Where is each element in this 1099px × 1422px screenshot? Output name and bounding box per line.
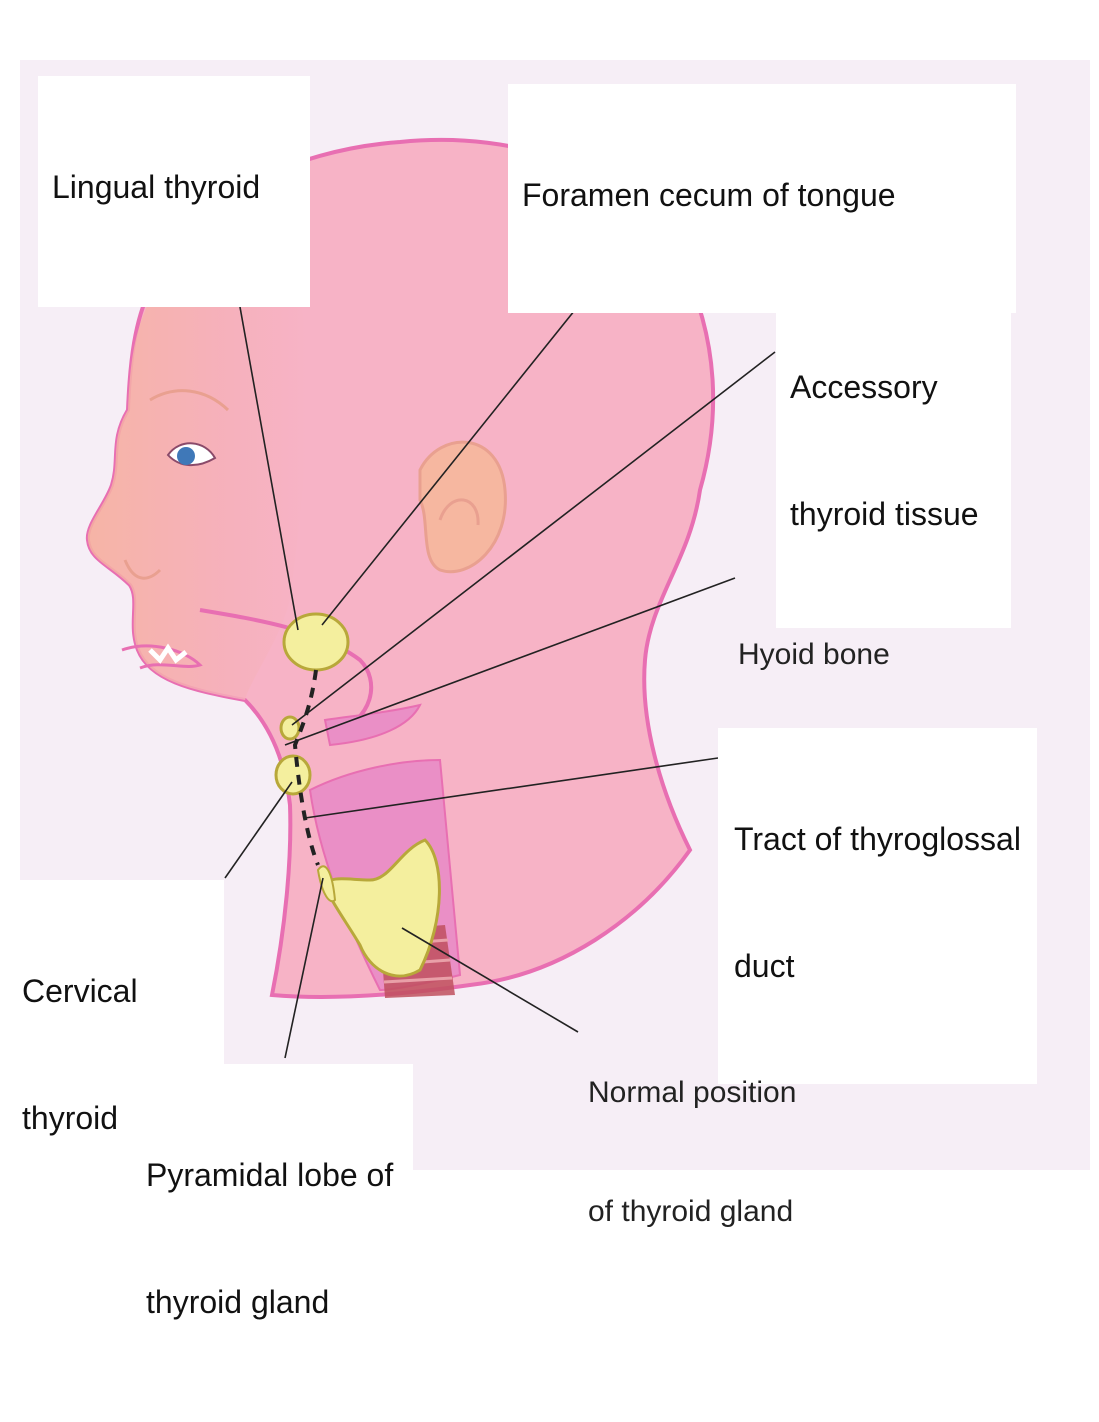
leader-accessory [291,351,776,726]
diagram: Lingual thyroid Foramen cecum of tongue … [20,60,1090,1321]
pyramidal-lobe [316,865,337,903]
mouth [121,644,203,670]
label-foramen-cecum-text: Foramen cecum of tongue [522,177,896,214]
hyoid-bone-shape [323,703,422,747]
label-normal-position: Normal position of thyroid gland [588,994,796,1311]
accessory-thyroid-nodule [279,715,301,741]
label-accessory-line1: Accessory [790,369,938,406]
ear-inner [438,498,480,526]
eyebrow [149,389,230,412]
leader-cervical [224,781,293,879]
teeth [148,643,188,664]
iris [177,447,195,465]
leader-tract [304,757,719,819]
label-cervical-line1: Cervical [22,973,138,1010]
label-accessory-line2: thyroid tissue [790,496,979,533]
label-tract-line1: Tract of thyroglossal [734,821,1021,858]
label-hyoid-bone-text: Hyoid bone [738,638,890,672]
label-normal-line2: of thyroid gland [588,1194,794,1228]
label-pyramidal-line2: thyroid gland [146,1284,330,1321]
cervical-thyroid-nodule [274,754,312,796]
thyroid-gland [323,838,441,978]
label-normal-line1: Normal position [588,1076,797,1110]
label-cervical-line2: thyroid [22,1100,119,1137]
nose [123,559,162,580]
label-lingual-thyroid: Lingual thyroid [38,76,311,308]
ear [418,440,507,574]
label-hyoid-bone: Hyoid bone [738,556,890,754]
face-skin [87,253,309,700]
jaw-line [199,608,374,737]
leader-pyramidal [284,877,324,1059]
label-pyramidal-lobe: Pyramidal lobe of thyroid gland [132,1064,414,1422]
trachea-ring3 [383,976,453,984]
label-pyramidal-line1: Pyramidal lobe of [146,1157,394,1194]
label-accessory-thyroid: Accessory thyroid tissue [776,276,1011,628]
lingual-thyroid-nodule [282,612,350,672]
label-thyroglossal-tract: Tract of thyroglossal duct [718,728,1037,1084]
label-foramen-cecum: Foramen cecum of tongue [508,84,1016,314]
label-tract-line2: duct [734,948,795,985]
leader-hyoid [284,577,736,746]
label-lingual-thyroid-text: Lingual thyroid [52,169,261,206]
leader-normal [401,927,579,1033]
